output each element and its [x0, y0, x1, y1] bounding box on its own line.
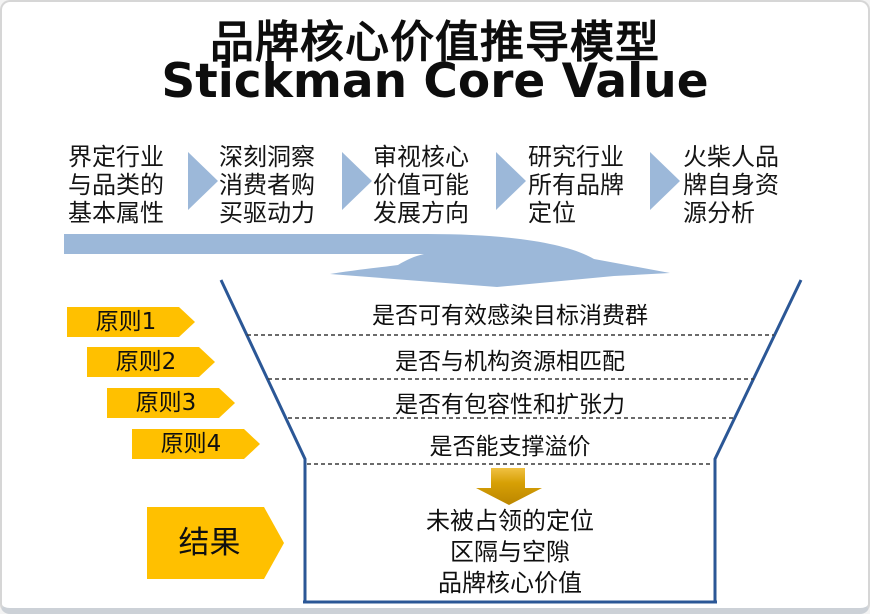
process-step-line: 定位: [528, 199, 576, 227]
principle-label: 原则1: [67, 307, 195, 337]
criterion-text: 是否可有效感染目标消费群: [372, 303, 648, 329]
process-step-line: 买驱动力: [219, 199, 315, 227]
process-step-line: 基本属性: [68, 199, 164, 227]
page-title: 品牌核心价值推导模型: [210, 17, 660, 68]
process-step-line: 牌自身资: [683, 171, 779, 199]
process-step-line: 源分析: [683, 199, 755, 227]
chevron-right-icon: [650, 152, 680, 210]
principle-label: 原则3: [107, 388, 235, 418]
result-text: 未被占领的定位区隔与空隙品牌核心价值: [332, 506, 688, 599]
down-arrow-icon: [476, 468, 542, 505]
process-step-line: 与品类的: [68, 171, 164, 199]
process-step-line: 发展方向: [373, 199, 469, 227]
process-step-line: 消费者购: [219, 171, 315, 199]
criterion-text: 是否有包容性和扩张力: [395, 392, 625, 418]
process-step: 审视核心价值可能发展方向: [373, 143, 489, 227]
process-step-line: 所有品牌: [528, 171, 624, 199]
process-step: 深刻洞察消费者购买驱动力: [219, 143, 335, 227]
result-label: 结果: [147, 507, 284, 579]
result-line: 品牌核心价值: [438, 569, 582, 597]
chevron-right-icon: [342, 152, 372, 210]
criterion-text: 是否能支撑溢价: [429, 434, 591, 460]
process-step-line: 审视核心: [373, 143, 469, 171]
process-step: 研究行业所有品牌定位: [528, 143, 644, 227]
process-step: 火柴人品牌自身资源分析: [683, 143, 799, 227]
page-subtitle: Stickman Core Value: [161, 54, 709, 109]
chevron-right-icon: [188, 152, 218, 210]
result-line: 区隔与空隙: [450, 538, 570, 566]
process-step-line: 界定行业: [68, 143, 164, 171]
principle-label: 原则2: [87, 347, 215, 377]
curved-down-arrow-icon: [64, 234, 670, 287]
chevron-right-icon: [496, 152, 526, 210]
process-step-line: 火柴人品: [683, 143, 779, 171]
criterion-text: 是否与机构资源相匹配: [395, 349, 625, 375]
process-step-line: 研究行业: [528, 143, 624, 171]
result-line: 未被占领的定位: [426, 507, 594, 535]
process-step-line: 深刻洞察: [219, 143, 315, 171]
process-step-line: 价值可能: [373, 171, 469, 199]
principle-label: 原则4: [132, 429, 260, 459]
process-step: 界定行业与品类的基本属性: [68, 143, 184, 227]
